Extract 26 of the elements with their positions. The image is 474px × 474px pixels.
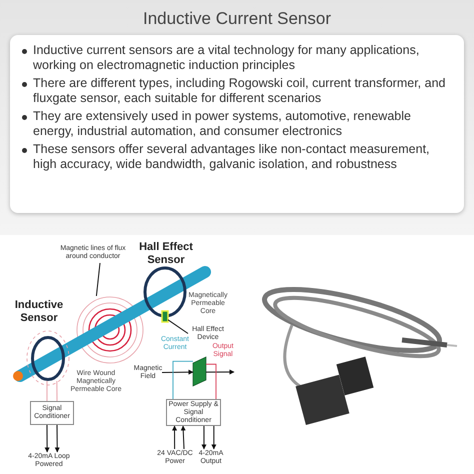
arrow	[201, 426, 206, 450]
arrow	[162, 370, 194, 375]
arrow	[211, 426, 216, 450]
arrow	[180, 426, 186, 450]
bullet-text: They are extensively used in power systems, automotive, renewable energy, industrial automation, and consumer electronics	[33, 109, 412, 139]
signal-wire	[172, 360, 194, 400]
signal-wire	[206, 364, 216, 400]
hall-device-chip	[162, 311, 168, 322]
hall-device-block	[193, 357, 206, 386]
signal-wire	[56, 380, 58, 402]
bullet-text: Inductive current sensors are a vital technology for many applications, working on electromagnetic induction principles	[33, 43, 420, 73]
info-card	[10, 35, 464, 213]
arrow	[54, 424, 60, 452]
bullet-text: These sensors offer several advantages like non-contact measurement, high accuracy, wide bandwidth, galvanic isolation, and robustness	[33, 142, 431, 172]
arrow	[206, 370, 234, 375]
flux-rings-drawing	[76, 296, 144, 364]
title: Inductive Current Sensor	[142, 8, 332, 30]
signal-wire	[46, 380, 48, 402]
bullet-text: There are different types, including Rogowski coil, current transformer, and fluxgate sensor, each suitable for different scenarios	[33, 76, 446, 106]
arrow	[172, 426, 178, 450]
arrow	[44, 424, 50, 452]
leader-line	[96, 262, 100, 296]
part-label: Hall Effect Sensor	[138, 241, 194, 267]
node-label: Inductive Sensor	[14, 299, 64, 325]
sensor-ring	[31, 336, 65, 381]
leader-line	[168, 319, 188, 334]
